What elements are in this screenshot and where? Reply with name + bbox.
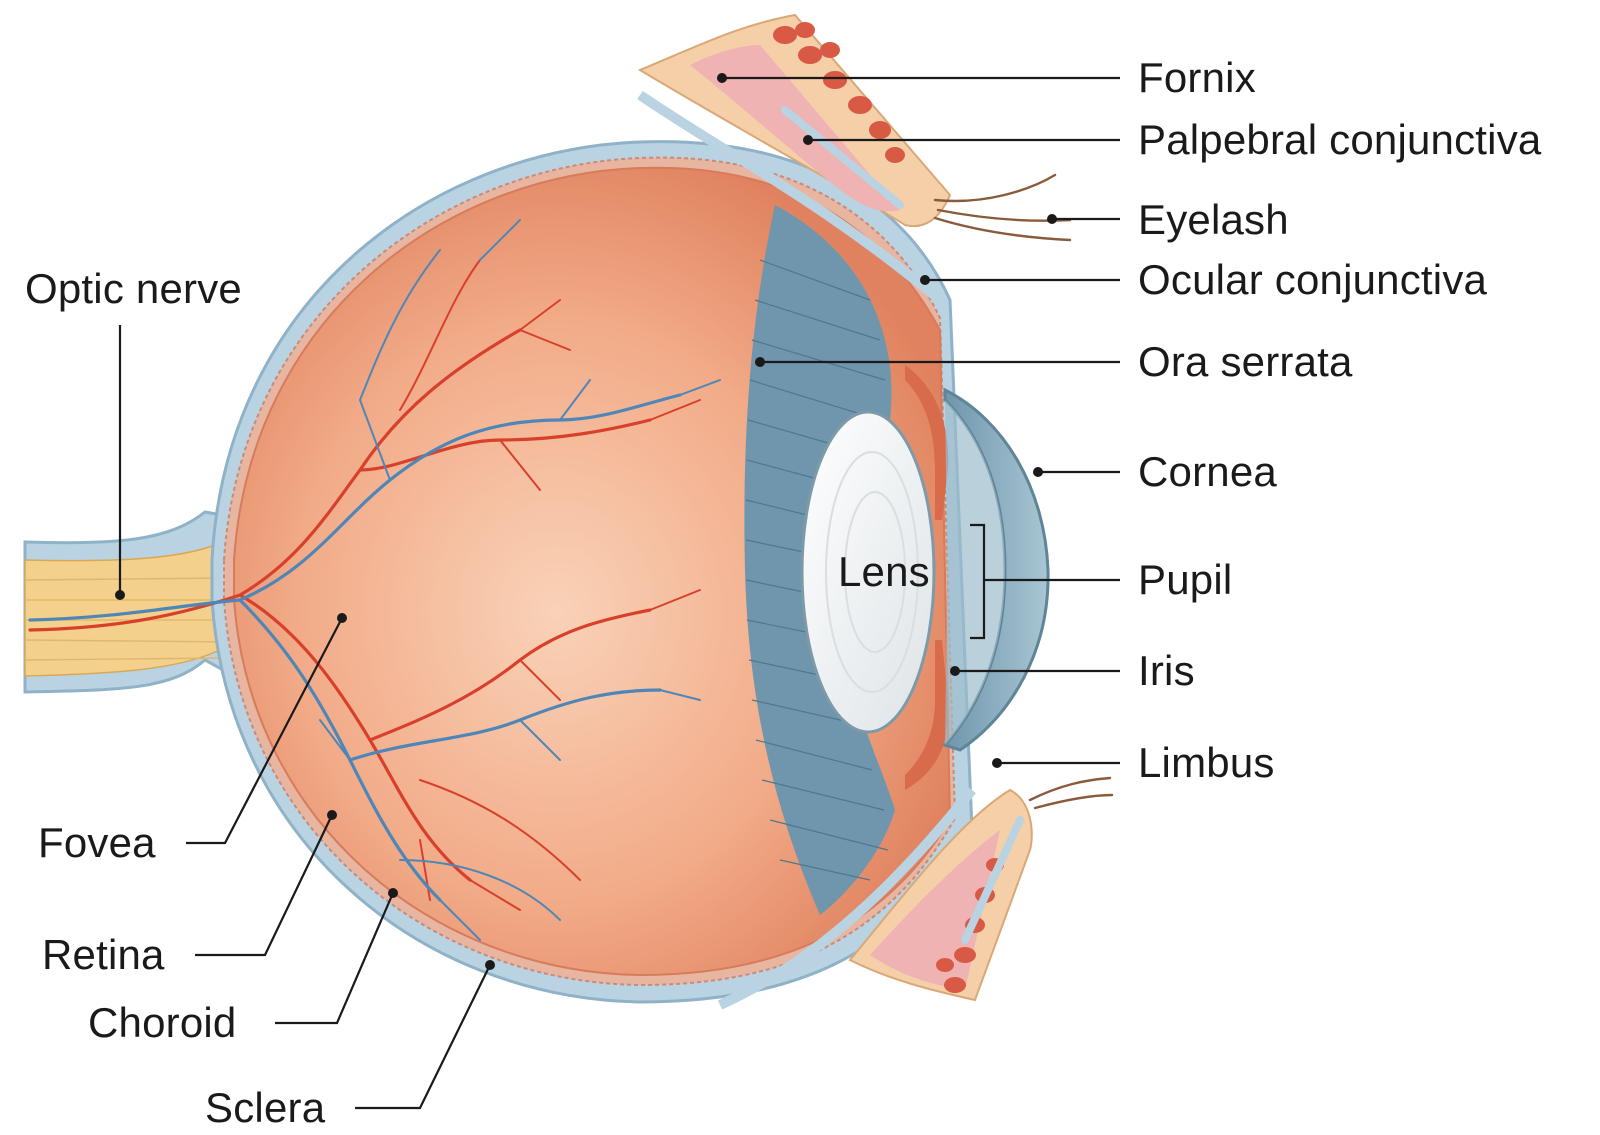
label-pupil: Pupil [1138, 556, 1233, 603]
lower-eyelid-shape [717, 786, 1033, 1010]
label-limbus: Limbus [1138, 739, 1275, 786]
label-lens: Lens [838, 548, 930, 595]
optic-nerve-shape [23, 510, 252, 694]
label-choroid: Choroid [88, 999, 237, 1046]
label-ora-serrata: Ora serrata [1138, 338, 1353, 385]
label-retina: Retina [42, 931, 165, 978]
label-iris: Iris [1138, 647, 1195, 694]
lens-rings [825, 451, 919, 693]
label-fornix: Fornix [1138, 54, 1256, 101]
label-cornea: Cornea [1138, 448, 1277, 495]
lens-shape [800, 410, 936, 734]
retinal-vessels [28, 219, 721, 941]
leader-lines [118, 76, 1120, 1110]
label-eyelash: Eyelash [1138, 196, 1289, 243]
label-sclera: Sclera [205, 1084, 326, 1131]
upper-eyelid-shape [637, 13, 952, 304]
leader-dots [115, 73, 1057, 970]
label-fovea: Fovea [38, 819, 156, 866]
anterior-chamber-shape [945, 400, 1005, 745]
iris-lower-shape [905, 640, 949, 790]
label-ocular-conjunctiva: Ocular conjunctiva [1138, 256, 1488, 303]
iris-shape [905, 365, 949, 520]
label-palpebral-conjunctiva: Palpebral conjunctiva [1138, 116, 1542, 163]
label-optic-nerve: Optic nerve [25, 265, 242, 312]
eyelash-shapes [933, 173, 1114, 810]
